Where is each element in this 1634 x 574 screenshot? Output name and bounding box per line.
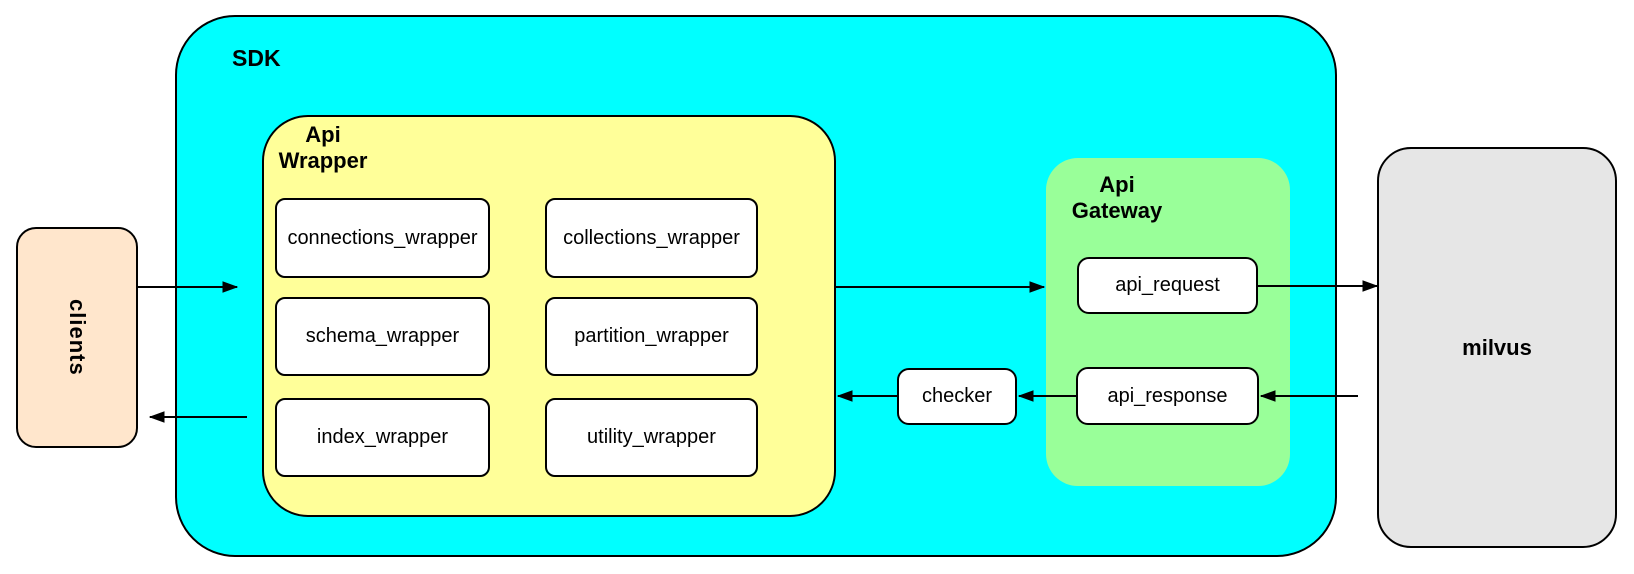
- node-utility-wrapper: utility_wrapper: [545, 398, 758, 477]
- node-schema-wrapper: schema_wrapper: [275, 297, 490, 376]
- node-api-request: api_request: [1077, 257, 1258, 314]
- node-connections-wrapper: connections_wrapper: [275, 198, 490, 278]
- container-api-gateway: Api Gateway api_request api_response: [1046, 158, 1290, 486]
- milvus-label: milvus: [1462, 334, 1532, 360]
- clients-label: clients: [65, 299, 90, 376]
- api-gateway-label: Api Gateway: [1071, 172, 1163, 223]
- sdk-label: SDK: [232, 45, 281, 71]
- node-checker: checker: [897, 368, 1017, 425]
- api-wrapper-label: Api Wrapper: [278, 122, 368, 173]
- node-partition-wrapper: partition_wrapper: [545, 297, 758, 376]
- container-api-wrapper: Api Wrapper connections_wrapper collecti…: [262, 115, 836, 517]
- node-milvus: milvus: [1377, 147, 1617, 548]
- node-clients: clients: [16, 227, 138, 448]
- node-collections-wrapper: collections_wrapper: [545, 198, 758, 278]
- node-api-response: api_response: [1076, 367, 1259, 425]
- node-index-wrapper: index_wrapper: [275, 398, 490, 477]
